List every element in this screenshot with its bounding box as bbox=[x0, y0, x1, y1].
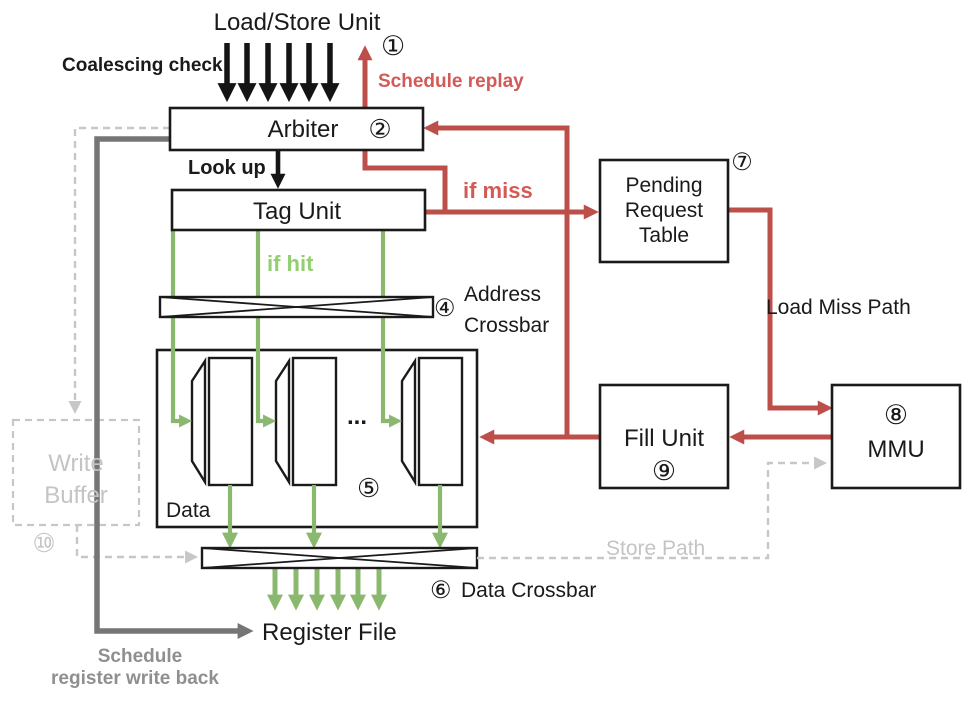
mmu-box bbox=[830, 383, 962, 490]
look-up-label: Look up bbox=[188, 157, 266, 179]
hit-edge-bank3 bbox=[380, 231, 403, 428]
bank-mux-3 bbox=[400, 356, 417, 487]
data-crossbar-label: Data Crossbar bbox=[461, 579, 596, 602]
hit-edge-bank1 bbox=[170, 231, 193, 428]
bank-mux-1 bbox=[190, 356, 207, 487]
tag-unit-label: Tag Unit bbox=[253, 198, 341, 225]
bank-array-3 bbox=[417, 356, 464, 487]
address-crossbar-label-line2: Crossbar bbox=[464, 314, 549, 337]
load-miss-path-label: Load Miss Path bbox=[766, 296, 911, 319]
schedule-writeback-label-line1: Schedule bbox=[98, 646, 182, 667]
if-miss-label: if miss bbox=[463, 178, 533, 203]
write-buffer-to-crossbar-edge bbox=[75, 525, 199, 564]
bank-array-2 bbox=[291, 356, 338, 487]
replay-badge: ① bbox=[381, 31, 405, 61]
prt-badge-label-line3: Table bbox=[639, 224, 689, 247]
if-hit-edges bbox=[170, 231, 448, 611]
register-file-label: Register File bbox=[262, 619, 397, 646]
arbiter-badge: ② bbox=[368, 114, 391, 144]
prt-badge: ⑦ bbox=[731, 149, 753, 176]
fill-unit-box bbox=[598, 383, 730, 490]
schedule-replay-label: Schedule replay bbox=[378, 71, 524, 92]
arbiter-box bbox=[168, 106, 425, 152]
bank-array-1 bbox=[207, 356, 254, 487]
address-crossbar bbox=[158, 295, 435, 319]
write-buffer-box bbox=[11, 418, 141, 527]
prt-label-line2: Request bbox=[625, 199, 703, 222]
banks-ellipsis: ... bbox=[347, 403, 367, 430]
data-banks-block bbox=[155, 348, 479, 529]
write-buffer-label-line1: Write bbox=[48, 450, 104, 477]
coalescing-check-label: Coalescing check bbox=[62, 55, 223, 76]
mmu-badge: ⑧ bbox=[884, 400, 908, 430]
load-store-unit-title: Load/Store Unit bbox=[214, 9, 381, 36]
pending-request-table-box bbox=[598, 158, 730, 264]
address-crossbar-label-line1: Address bbox=[464, 283, 541, 306]
address-crossbar-badge: ④ bbox=[434, 295, 456, 322]
prt-label-line1: Pending bbox=[625, 174, 702, 197]
fill-unit-label: Fill Unit bbox=[624, 425, 704, 452]
mmu-label: MMU bbox=[867, 436, 924, 463]
write-buffer-badge: ⑩ bbox=[32, 528, 55, 558]
prt-to-mmu-edge bbox=[728, 207, 833, 416]
schedule-writeback-label-line2: register write back bbox=[51, 668, 219, 689]
tag-unit-box bbox=[170, 188, 427, 232]
arbiter-to-write-buffer-edge bbox=[68, 126, 170, 415]
write-buffer-label-line2: Buffer bbox=[44, 482, 108, 509]
if-hit-label: if hit bbox=[267, 251, 314, 276]
request-arrows bbox=[217, 43, 340, 103]
store-path-edges bbox=[68, 126, 828, 564]
data-banks-badge: ⑤ bbox=[357, 473, 380, 503]
replay-to-arbiter-edge bbox=[423, 120, 570, 439]
data-label: Data bbox=[166, 499, 211, 522]
data-crossbar bbox=[200, 546, 479, 570]
register-writeback-edge bbox=[94, 136, 254, 639]
bank-mux-2 bbox=[274, 356, 291, 487]
store-path-to-mmu-edge bbox=[477, 456, 828, 560]
fill-unit-badge: ⑨ bbox=[652, 456, 676, 486]
store-path-label: Store Path bbox=[606, 537, 705, 560]
hit-edge-bank2 bbox=[255, 231, 277, 428]
data-crossbar-badge: ⑥ bbox=[430, 577, 452, 604]
arbiter-label: Arbiter bbox=[268, 116, 339, 143]
